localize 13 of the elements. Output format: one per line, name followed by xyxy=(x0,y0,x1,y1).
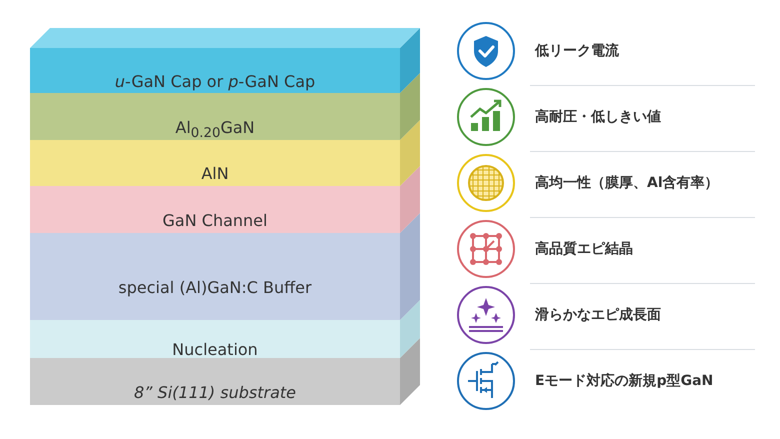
feature-text: 高品質エピ結晶 xyxy=(535,240,633,258)
layer-label: 8” Si(111) substrate xyxy=(132,382,297,404)
layer-label: GaN Channel xyxy=(162,210,268,232)
feature-text: 高耐圧・低しきい値 xyxy=(535,108,661,126)
feature-text: 高均一性（膜厚、Al含有率） xyxy=(535,174,719,192)
layer-label: u-GaN Cap or p-GaN Cap xyxy=(114,70,316,92)
layer-label: Al$_{0.20}$GaN xyxy=(174,116,256,143)
feature-text: Eモード対応の新規p型GaN xyxy=(535,372,714,390)
layer-label: AlN xyxy=(200,163,230,185)
feature-text: 滑らかなエピ成長面 xyxy=(535,306,661,324)
layer-label: special (Al)GaN:C Buffer xyxy=(117,276,313,298)
feature-text: 低リーク電流 xyxy=(535,42,619,60)
layer-label: Nucleation xyxy=(171,339,259,361)
